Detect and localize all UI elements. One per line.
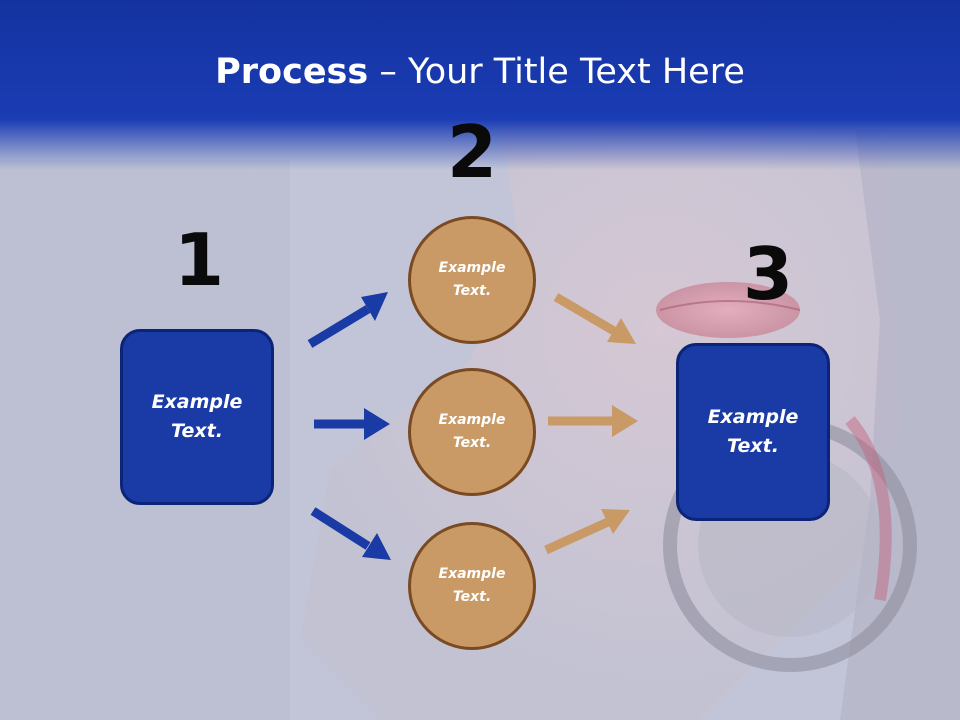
blue-arrow-up — [307, 292, 388, 348]
step-2-text-middle: Example Text. — [438, 412, 506, 451]
blue-arrow-right — [314, 408, 390, 440]
title-rest: – Your Title Text Here — [368, 52, 745, 92]
lips-shape — [656, 282, 800, 338]
step-1-box: Example Text. — [120, 329, 274, 505]
tan-arrow-right — [548, 405, 638, 437]
step-number-2: 2 — [446, 110, 498, 194]
tan-arrow-down — [553, 293, 636, 344]
step-2-text-bottom: Example Text. — [438, 566, 506, 605]
blue-arrow-down — [310, 507, 391, 560]
header-band — [0, 0, 960, 170]
title-bold: Process — [215, 52, 369, 92]
step-3-text: Example Text. — [707, 406, 799, 457]
tan-arrow-up — [544, 509, 630, 555]
step-2-circle-top: Example Text. — [408, 216, 536, 344]
step-2-circle-bottom: Example Text. — [408, 522, 536, 650]
step-2-circle-middle: Example Text. — [408, 368, 536, 496]
step-1-text: Example Text. — [151, 391, 243, 442]
step-2-text-top: Example Text. — [438, 260, 506, 299]
step-number-3: 3 — [742, 232, 794, 316]
step-3-box: Example Text. — [676, 343, 830, 521]
slide-title: Process – Your Title Text Here — [0, 52, 960, 92]
step-number-1: 1 — [173, 218, 225, 302]
